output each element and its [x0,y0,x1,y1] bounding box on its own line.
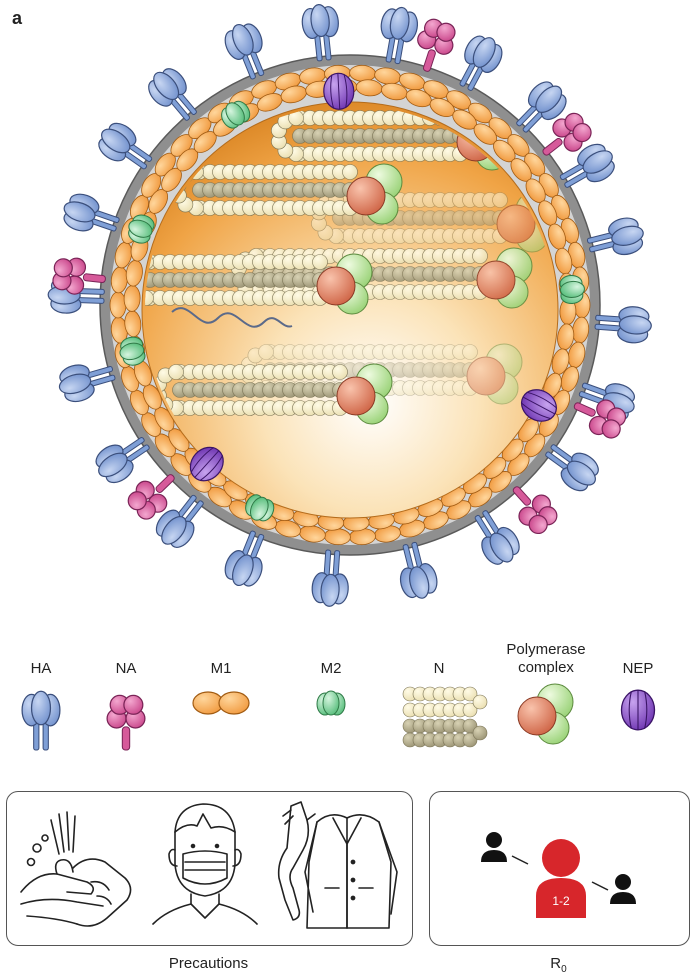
r0-panel: 1-2 [429,791,690,946]
legend-label-m1: M1 [210,660,232,677]
legend-label-nep: NEP [622,660,654,677]
legend-label-ha: HA [30,660,52,677]
r0-diagram: 1-2 [481,832,636,918]
legend-icons [21,683,656,751]
virion-diagram [46,2,654,609]
panel-label: a [12,8,23,28]
legend-label-m2: M2 [320,660,342,677]
precautions-icons [20,801,398,929]
precautions-panel [6,791,413,946]
na-protein-icon [106,694,146,751]
polymerase-complex-icon [517,683,574,745]
gloves-gown-icon [277,801,398,929]
person-icon [610,874,636,904]
m1-protein-icon [192,691,250,715]
r0-caption: R0 [550,955,567,975]
m2-protein-icon [316,690,346,716]
hand-washing-icon [20,811,132,927]
r0-value: 1-2 [552,894,570,908]
precautions-caption: Precautions [168,955,249,972]
face-mask-icon [152,803,258,925]
legend-label-na: NA [115,660,137,677]
legend-label-n: N [433,660,445,677]
nucleoprotein-icon [402,686,488,748]
infected-person-icon [536,839,586,918]
person-icon [481,832,507,862]
nep-protein-icon [620,689,656,731]
ha-protein-icon [21,690,61,751]
